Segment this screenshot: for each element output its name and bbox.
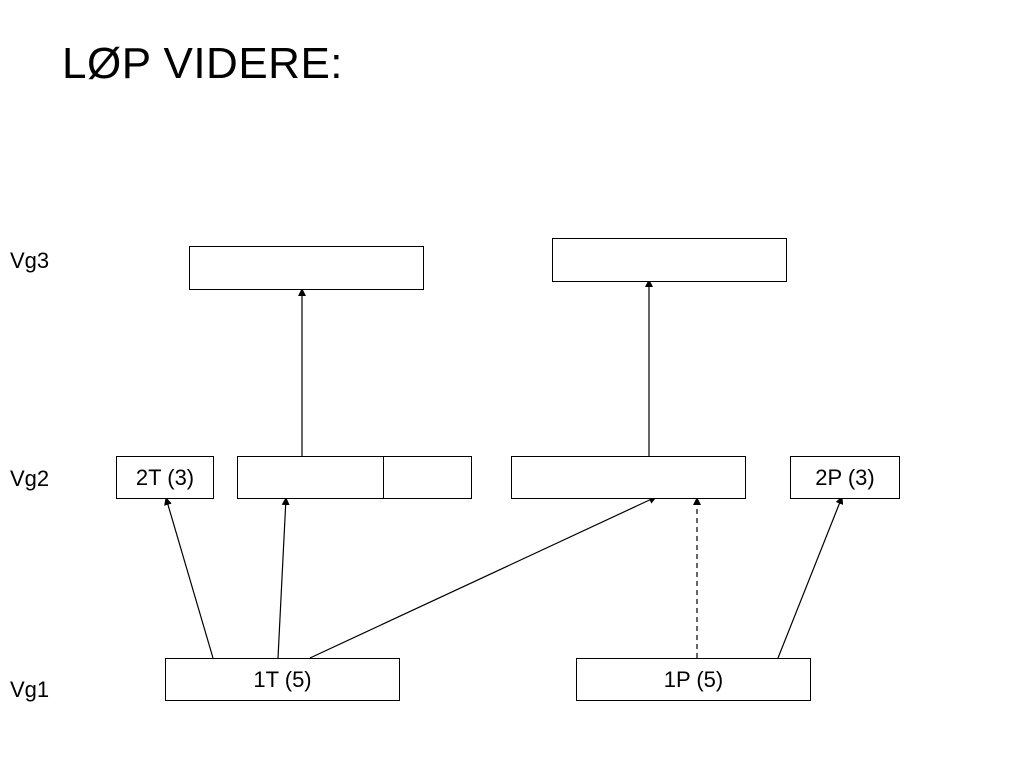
vg3-left-box [189, 246, 424, 290]
level-label-vg2: Vg2 [10, 466, 50, 491]
level-label-vg3: Vg3 [10, 248, 50, 273]
vg3-right-box [552, 238, 787, 282]
vg1-1p-box: 1P (5) [576, 658, 811, 701]
arrow-1t-to-2t [164, 497, 214, 659]
vg2-center-right-box [511, 456, 746, 499]
box-divider [383, 457, 384, 498]
vg1-1t-box: 1T (5) [165, 658, 400, 701]
vg2-2p-box: 2P (3) [790, 456, 900, 499]
arrow-1t-to-vg2-center-left [277, 497, 290, 659]
level-label-vg1: Vg1 [10, 677, 50, 702]
page-title: LØP VIDERE: [62, 39, 344, 88]
arrow-1t-to-vg2-center-right [309, 496, 657, 659]
vg2-center-left-box [237, 456, 472, 499]
arrow-1p-to-2p [777, 496, 844, 659]
vg2-2t-box: 2T (3) [116, 456, 214, 499]
